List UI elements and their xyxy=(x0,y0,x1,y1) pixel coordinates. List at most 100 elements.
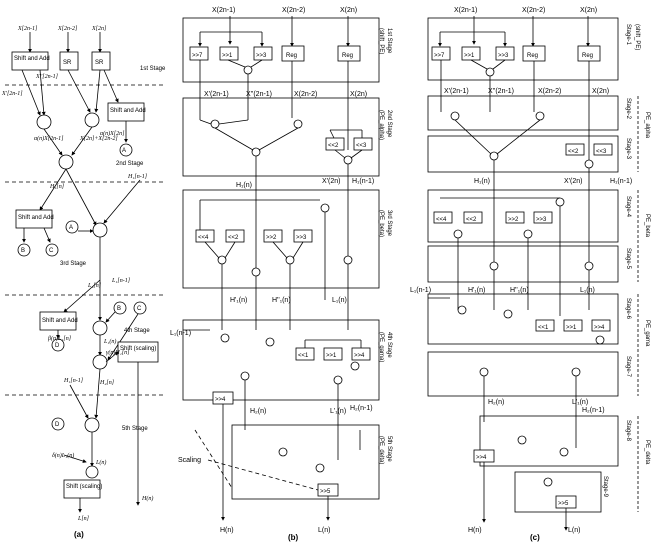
b-l3 xyxy=(353,137,373,151)
subtractor-a2 xyxy=(92,354,108,370)
b-st5s: (PE_delta) xyxy=(378,436,384,464)
b-op-r3: >>3 xyxy=(296,235,307,241)
b-stage-box-5 xyxy=(231,424,380,500)
c-hpp1: H''₁(n) xyxy=(510,287,529,294)
panel-b-text: X(2n-1) X(2n-2) X(2n) >>7 >>1 >>3 Reg Re… xyxy=(170,7,392,542)
shift-add-box-3 xyxy=(15,209,53,229)
c-in-1: X(2n-1) xyxy=(454,7,477,14)
a-dl: δ(n)L₁(n) xyxy=(52,452,74,459)
c-op-s1: >>1 xyxy=(464,53,475,59)
c-op-r5: >>5 xyxy=(558,501,569,507)
a-l1: L₁(n) xyxy=(103,338,116,345)
b-st3s: (PE_beta) xyxy=(378,210,384,237)
c-x2n: X(2n) xyxy=(592,88,609,95)
b-op-l4: <<4 xyxy=(198,235,209,241)
a-ax2: α(n)X[2n] xyxy=(100,130,125,137)
c-st-gama: PE_gama xyxy=(644,320,650,347)
b-op-r1: >>1 xyxy=(326,353,337,359)
c-x1: X'(2n-1) xyxy=(444,88,469,95)
panel-c xyxy=(427,16,639,531)
c-st4: Stage-4 xyxy=(625,196,631,218)
b-op-l2b: <<2 xyxy=(228,235,239,241)
b-add-8 xyxy=(251,267,261,277)
c-r3 xyxy=(533,211,553,224)
c-stage-8 xyxy=(479,415,619,467)
b-op-s3: >>3 xyxy=(256,53,267,59)
c-add-15 xyxy=(559,447,569,457)
b-add-7 xyxy=(285,255,295,265)
c-add-7 xyxy=(523,229,533,239)
c-stage-labels: Stage-1 (shift_PE) Stage-2 Stage-3 PE_al… xyxy=(602,24,650,498)
a-stg3: 3rd Stage xyxy=(60,261,87,267)
a-gh1: γ(n)H₁[n] xyxy=(106,349,130,356)
c-st9: Stage-9 xyxy=(602,476,608,498)
a-ln: L(n) xyxy=(95,459,106,466)
c-add-8 xyxy=(489,261,499,271)
c-r4 xyxy=(591,319,611,332)
a-stg1: 1st Stage xyxy=(140,66,166,72)
a-circ-c1: C xyxy=(49,248,54,254)
c-op-r4: >>4 xyxy=(594,325,605,331)
b-stage-box-1 xyxy=(182,17,380,83)
a-x1: X'[2n-1] xyxy=(1,91,23,97)
b-in-2: X(2n-2) xyxy=(282,7,305,14)
circle-c-2 xyxy=(133,301,147,315)
a-sr2: SR xyxy=(95,60,104,66)
b-x2np: X'(2n) xyxy=(322,178,340,185)
c-lp1: L'₁(n) xyxy=(572,399,588,406)
c-x2: X''(2n-1) xyxy=(488,88,514,95)
c-l1n1: L₁(n-1) xyxy=(410,287,431,294)
c-st3: Stage-3 xyxy=(625,138,631,160)
c-add-12 xyxy=(571,367,581,377)
b-add-2 xyxy=(210,119,220,129)
b-st5: 5th Stage xyxy=(386,436,392,462)
c-st-alpha: PE_alpha xyxy=(644,112,650,139)
b-st2: 2nd Stage xyxy=(386,110,392,138)
c-r1 xyxy=(563,319,583,332)
b-st1s: (shift_PE) xyxy=(378,28,384,54)
c-h1n1: H₁(n-1) xyxy=(610,178,632,185)
a-h1n1: H₁[n-1] xyxy=(127,174,148,180)
c-op-r1: >>1 xyxy=(566,325,577,331)
circle-d-2 xyxy=(51,417,65,431)
a-lbr: L[n] xyxy=(77,516,90,522)
c-st-beta: PE_beta xyxy=(644,214,650,238)
c-op-reg2: Reg xyxy=(582,53,593,59)
c-h1: H₁(n) xyxy=(474,178,490,185)
a-ss2: Shift (scaling) xyxy=(66,484,102,490)
c-add-3 xyxy=(535,111,545,121)
b-add-9 xyxy=(343,255,353,265)
b-in-1: X(2n-1) xyxy=(212,7,235,14)
c-in-3: X(2n) xyxy=(580,7,597,14)
a-circ-a1: A xyxy=(122,148,126,154)
b-sub-2 xyxy=(240,371,250,381)
b-add-11 xyxy=(265,337,275,347)
b-ln: L(n) xyxy=(318,527,330,534)
b-op-l2: <<2 xyxy=(328,143,339,149)
c-stage-7 xyxy=(427,351,619,397)
b-add-10 xyxy=(220,333,230,343)
c-h2: H₂(n) xyxy=(488,399,504,406)
a-sa4: Shift and Add xyxy=(42,318,78,324)
a-in-1: X[2n-1] xyxy=(17,26,38,32)
c-stage-3 xyxy=(427,135,619,173)
b-hp1: H'₁(n) xyxy=(230,297,247,304)
subtractor-a1 xyxy=(58,154,74,170)
b-l1: L₁(n) xyxy=(332,297,347,304)
adder-a3 xyxy=(92,222,108,238)
sr-box-1 xyxy=(59,51,79,71)
b-reg1 xyxy=(281,45,305,62)
c-hp1: H'₁(n) xyxy=(468,287,485,294)
panel-a xyxy=(5,32,165,513)
c-stage-4 xyxy=(427,189,619,243)
b-x2: X''(2n-1) xyxy=(246,91,272,98)
c-add-4 xyxy=(584,159,594,169)
c-add-6 xyxy=(453,229,463,239)
c-l2 xyxy=(565,143,585,156)
b-l1n1: L₁(n-1) xyxy=(170,330,191,337)
panel-a-text: X[2n-1] X[2n-2] X[2n] Shift and Add SR S… xyxy=(1,26,166,539)
c-stage-2 xyxy=(427,95,619,131)
caption-a: (a) xyxy=(74,530,84,539)
